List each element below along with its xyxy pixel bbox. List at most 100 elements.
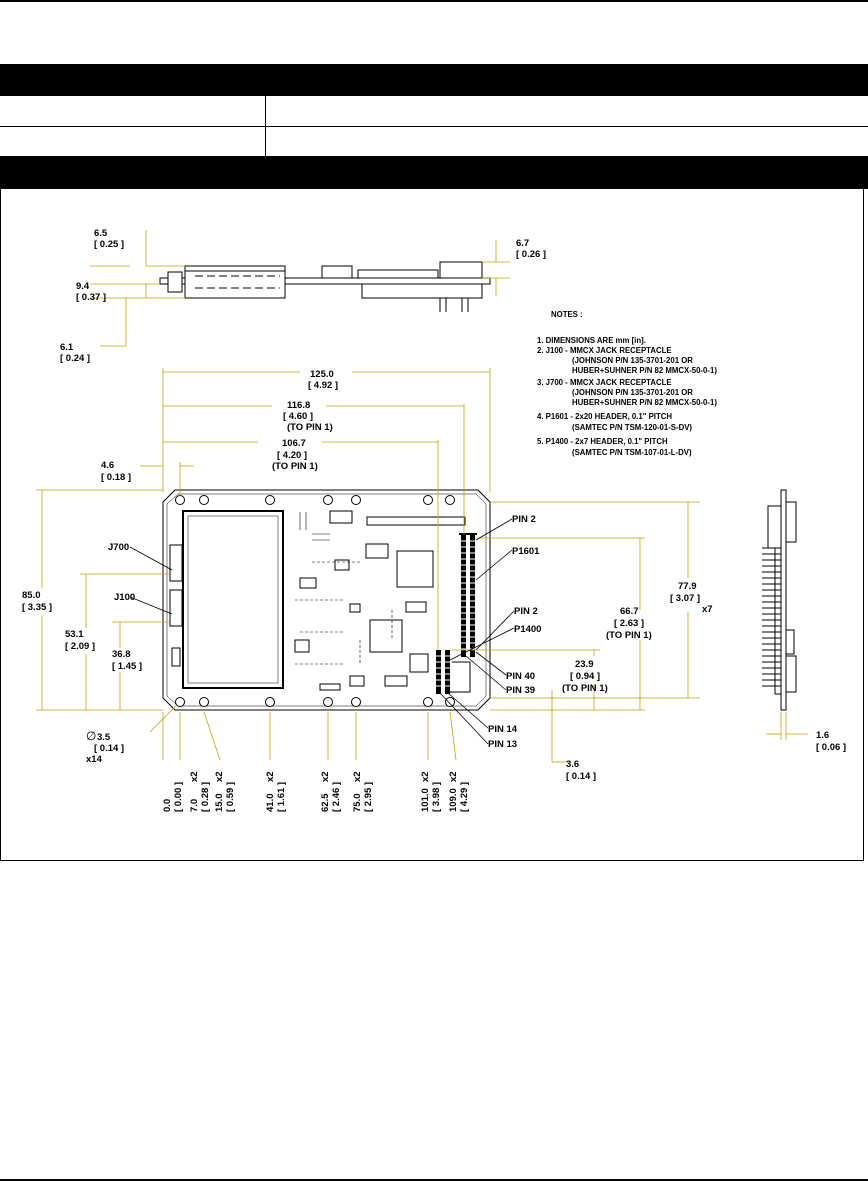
top-page-rule xyxy=(0,0,868,2)
svg-text:7.0: 7.0 xyxy=(189,799,200,812)
svg-text:9.4: 9.4 xyxy=(76,281,90,292)
svg-text:75.0: 75.0 xyxy=(352,794,363,813)
side-view-pcb xyxy=(780,489,787,711)
svg-text:[ 0.06 ]: [ 0.06 ] xyxy=(816,742,846,753)
svg-text:3.6: 3.6 xyxy=(566,759,579,770)
svg-text:x2: x2 xyxy=(320,771,331,782)
svg-text:[ 3.98 ]: [ 3.98 ] xyxy=(431,782,442,812)
svg-text:(TO PIN 1): (TO PIN 1) xyxy=(562,683,608,694)
svg-text:2. J100 - MMCX JACK RECEPTACL: 2. J100 - MMCX JACK RECEPTACLE xyxy=(537,346,672,355)
label-pin2-p1601: PIN 2 xyxy=(512,514,536,525)
svg-text:HUBER+SUHNER P/N 82 MMCX-50-0-: HUBER+SUHNER P/N 82 MMCX-50-0-1) xyxy=(572,398,717,407)
j100-connector xyxy=(169,589,183,627)
label-pin2-p1400: PIN 2 xyxy=(514,606,538,617)
svg-text:3.5: 3.5 xyxy=(97,732,111,743)
shield-can xyxy=(182,510,284,689)
svg-text:x2: x2 xyxy=(189,771,200,782)
svg-text:77.9: 77.9 xyxy=(678,581,697,592)
label-pin14: PIN 14 xyxy=(488,724,518,735)
svg-text:1. DIMENSIONS ARE mm [in].: 1. DIMENSIONS ARE mm [in]. xyxy=(537,336,646,345)
svg-text:(JOHNSON P/N 135-3701-201 OR: (JOHNSON P/N 135-3701-201 OR xyxy=(572,388,693,397)
svg-text:[ 2.46 ]: [ 2.46 ] xyxy=(331,782,342,812)
mounting-holes xyxy=(175,495,455,707)
svg-text:(SAMTEC P/N TSM-120-01-S-DV): (SAMTEC P/N TSM-120-01-S-DV) xyxy=(572,423,692,432)
svg-text:36.8: 36.8 xyxy=(112,649,131,660)
svg-text:x7: x7 xyxy=(702,604,713,615)
svg-text:x14: x14 xyxy=(86,754,103,765)
svg-text:x2: x2 xyxy=(214,771,225,782)
svg-text:[ 0.37 ]: [ 0.37 ] xyxy=(76,292,106,303)
svg-text:[ 0.94 ]: [ 0.94 ] xyxy=(570,671,600,682)
diameter-symbol: ∅ xyxy=(86,729,96,743)
svg-text:101.0: 101.0 xyxy=(420,788,431,812)
top-view-dimensions xyxy=(90,230,510,347)
svg-text:(SAMTEC P/N TSM-107-01-L-DV): (SAMTEC P/N TSM-107-01-L-DV) xyxy=(572,448,692,457)
svg-text:x2: x2 xyxy=(352,771,363,782)
side-view-dimension xyxy=(766,712,808,740)
label-j100: J100 xyxy=(114,592,135,603)
svg-text:6.7: 6.7 xyxy=(516,238,529,249)
svg-text:[ 0.28 ]: [ 0.28 ] xyxy=(200,782,211,812)
svg-text:HUBER+SUHNER P/N 82 MMCX-50-0-: HUBER+SUHNER P/N 82 MMCX-50-0-1) xyxy=(572,366,717,375)
side-view xyxy=(767,489,797,711)
notes-block: NOTES : 1. DIMENSIONS ARE mm [in]. 2. J1… xyxy=(537,310,717,457)
p1601-header xyxy=(459,533,477,657)
bottom-page-rule xyxy=(0,1179,868,1181)
svg-text:[ 2.09 ]: [ 2.09 ] xyxy=(65,641,95,652)
svg-text:(TO PIN 1): (TO PIN 1) xyxy=(606,630,652,641)
svg-text:[ 4.60 ]: [ 4.60 ] xyxy=(283,411,313,422)
hole-position-labels: 0.0 [ 0.00 ] 7.0 [ 0.28 ] x2 15.0 [ 0.59… xyxy=(162,771,470,812)
svg-text:6.1: 6.1 xyxy=(60,342,74,353)
label-j700: J700 xyxy=(108,542,129,553)
label-p1400: P1400 xyxy=(514,624,541,635)
svg-text:[ 0.59 ]: [ 0.59 ] xyxy=(225,782,236,812)
table-header-band xyxy=(0,64,868,96)
svg-text:(TO PIN 1): (TO PIN 1) xyxy=(272,461,318,472)
svg-text:[ 3.07 ]: [ 3.07 ] xyxy=(670,593,700,604)
svg-text:109.0: 109.0 xyxy=(448,788,459,812)
svg-text:x2: x2 xyxy=(420,771,431,782)
svg-text:5. P1400 - 2x7 HEADER, 0.1" PI: 5. P1400 - 2x7 HEADER, 0.1" PITCH xyxy=(537,437,668,446)
drawing-header-band xyxy=(0,157,868,189)
mechanical-drawing: 6.5 [ 0.25 ] 9.4 [ 0.37 ] 6.1 [ 0.24 ] 6… xyxy=(22,228,846,812)
drawing-frame xyxy=(0,189,864,861)
svg-text:85.0: 85.0 xyxy=(22,590,41,601)
svg-text:4.6: 4.6 xyxy=(101,460,114,471)
svg-text:[ 0.00 ]: [ 0.00 ] xyxy=(173,782,184,812)
svg-text:125.0: 125.0 xyxy=(310,369,334,380)
svg-text:66.7: 66.7 xyxy=(620,606,639,617)
top-view-labels: 6.5 [ 0.25 ] 9.4 [ 0.37 ] 6.1 [ 0.24 ] 6… xyxy=(60,228,546,364)
j700-connector xyxy=(169,544,183,582)
svg-text:53.1: 53.1 xyxy=(65,629,84,640)
svg-text:(TO PIN 1): (TO PIN 1) xyxy=(287,422,333,433)
plan-view-labels: 125.0 [ 4.92 ] 116.8 [ 4.60 ] (TO PIN 1)… xyxy=(22,369,713,812)
svg-text:[ 1.45 ]: [ 1.45 ] xyxy=(112,661,142,672)
svg-text:[ 0.18 ]: [ 0.18 ] xyxy=(101,472,131,483)
side-view-pins xyxy=(762,547,781,687)
svg-text:116.8: 116.8 xyxy=(287,400,310,411)
svg-text:15.0: 15.0 xyxy=(214,794,225,813)
svg-text:[ 0.25 ]: [ 0.25 ] xyxy=(94,239,124,250)
svg-text:4. P1601 - 2x20 HEADER, 0.1" P: 4. P1601 - 2x20 HEADER, 0.1" PITCH xyxy=(537,412,672,421)
svg-text:x2: x2 xyxy=(448,771,459,782)
label-pin39: PIN 39 xyxy=(506,685,535,696)
svg-text:[ 2.95 ]: [ 2.95 ] xyxy=(363,782,374,812)
svg-text:[ 4.20 ]: [ 4.20 ] xyxy=(277,450,307,461)
table-row-2 xyxy=(0,127,868,157)
label-p1601: P1601 xyxy=(512,546,540,557)
svg-text:[ 0.24 ]: [ 0.24 ] xyxy=(60,353,90,364)
plan-view-dimension-lines xyxy=(36,368,700,763)
svg-text:[ 3.35 ]: [ 3.35 ] xyxy=(22,602,52,613)
svg-text:[ 0.14 ]: [ 0.14 ] xyxy=(566,771,596,782)
svg-text:NOTES :: NOTES : xyxy=(551,310,583,319)
p1400-header xyxy=(436,650,450,694)
svg-text:[ 0.14 ]: [ 0.14 ] xyxy=(94,743,124,754)
svg-text:6.5: 6.5 xyxy=(94,228,108,239)
svg-text:x2: x2 xyxy=(265,771,276,782)
svg-text:(JOHNSON P/N 135-3701-201 OR: (JOHNSON P/N 135-3701-201 OR xyxy=(572,356,693,365)
svg-text:62.5: 62.5 xyxy=(320,793,331,812)
svg-text:1.6: 1.6 xyxy=(816,730,829,741)
pin-label-leaders xyxy=(129,518,515,745)
label-pin40: PIN 40 xyxy=(506,671,535,682)
svg-text:[ 2.63 ]: [ 2.63 ] xyxy=(614,618,644,629)
